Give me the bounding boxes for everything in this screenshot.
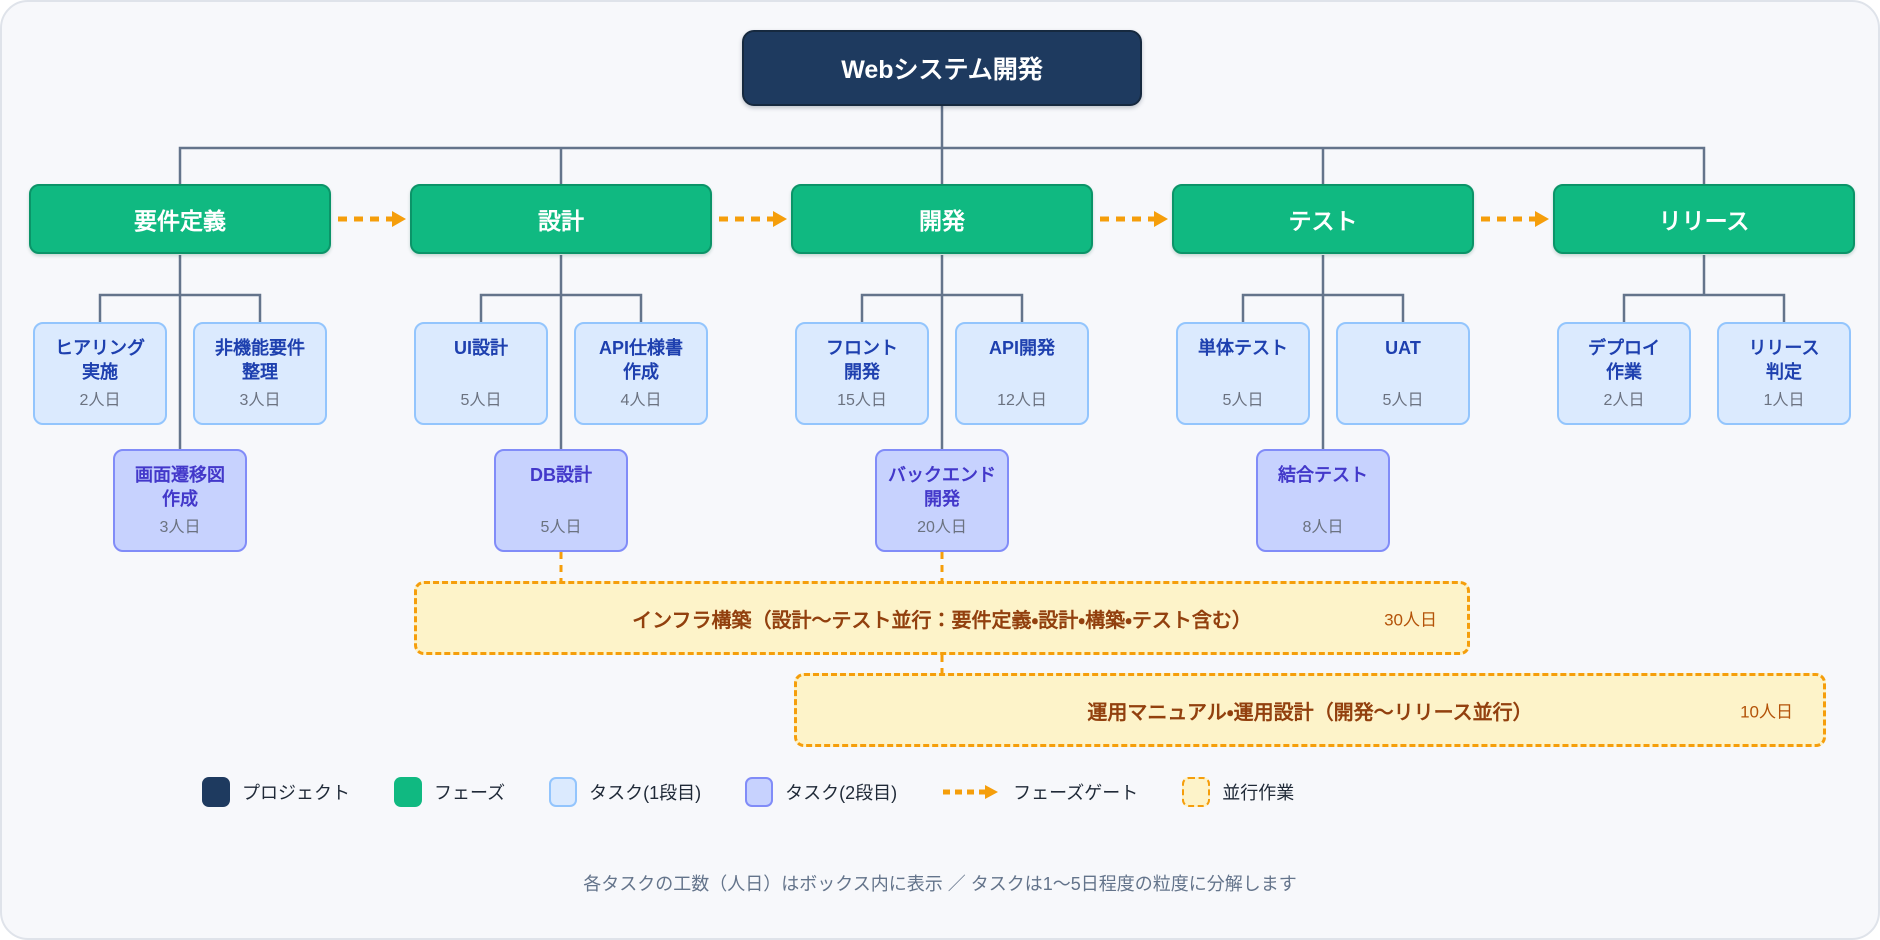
task-title: ヒアリング実施 (55, 338, 145, 382)
task-effort: 5人日 (460, 392, 502, 409)
task-hearing: ヒアリング実施 2人日 (33, 322, 167, 425)
task-title: デプロイ作業 (1588, 338, 1660, 382)
subtask-integration-test: 結合テスト 8人日 (1256, 449, 1390, 552)
legend-label: タスク(1段目) (589, 783, 702, 803)
legend-label: フェーズ (434, 783, 506, 803)
task-title: リリース判定 (1748, 338, 1820, 382)
phase-test: テスト (1172, 184, 1474, 254)
task-title: バックエンド開発 (888, 465, 996, 509)
task-effort: 2人日 (79, 392, 121, 409)
legend: プロジェクト フェーズ タスク(1段目) タスク(2段目) フェーズゲート 並行… (202, 777, 1294, 807)
task-release-judgement: リリース判定 1人日 (1717, 322, 1851, 425)
task-effort: 8人日 (1302, 519, 1344, 536)
task-effort: 3人日 (239, 392, 281, 409)
phase-design: 設計 (410, 184, 712, 254)
phase-release: リリース (1553, 184, 1855, 254)
task-uat: UAT 5人日 (1336, 322, 1470, 425)
phase-swatch-icon (394, 777, 422, 807)
phase-gate-arrows (338, 211, 1549, 227)
parallel-ops-manual-label: 運用マニュアル・運用設計（開発〜リリース並行） (1087, 701, 1533, 724)
phase-label: 開発 (919, 208, 965, 234)
legend-item-task2: タスク(2段目) (745, 777, 897, 807)
parallel-infra-effort: 30人日 (1384, 610, 1437, 630)
legend-item-parallel: 並行作業 (1182, 777, 1294, 807)
phase-label: テスト (1288, 208, 1358, 234)
root-to-phases-connector (178, 106, 1706, 184)
phase-label: リリース (1658, 208, 1750, 234)
task-title: 非機能要件整理 (215, 338, 305, 382)
subtask-backend-dev: バックエンド開発 20人日 (875, 449, 1009, 552)
phase-label: 要件定義 (134, 208, 226, 234)
task-title: 結合テスト (1278, 465, 1368, 485)
task-buses (98, 293, 1786, 322)
task-effort: 3人日 (159, 519, 201, 536)
legend-item-task1: タスク(1段目) (549, 777, 701, 807)
task-effort: 20人日 (917, 519, 967, 536)
task-effort: 4人日 (620, 392, 662, 409)
phase-column-trunks (178, 255, 1706, 449)
task-frontend-dev: フロント開発 15人日 (795, 322, 929, 425)
parallel-infra-box: インフラ構築（設計〜テスト並行：要件定義・設計・構築・テスト含む） 30人日 (414, 581, 1470, 655)
task-effort: 12人日 (997, 392, 1047, 409)
parallel-work-swatch-icon (1182, 777, 1211, 807)
task-effort: 1人日 (1763, 392, 1805, 409)
task-nonfunctional-requirements: 非機能要件整理 3人日 (193, 322, 327, 425)
task-title: 画面遷移図作成 (135, 465, 225, 509)
task-ui-design: UI設計 5人日 (414, 322, 548, 425)
parallel-ops-manual-box: 運用マニュアル・運用設計（開発〜リリース並行） 10人日 (794, 673, 1826, 747)
task-title: API開発 (988, 338, 1055, 358)
subtask-screen-transition-diagram: 画面遷移図作成 3人日 (113, 449, 247, 552)
task-effort: 5人日 (1382, 392, 1424, 409)
task-api-spec: API仕様書作成 4人日 (574, 322, 708, 425)
parallel-infra-label: インフラ構築（設計〜テスト並行：要件定義・設計・構築・テスト含む） (632, 609, 1252, 632)
legend-item-phase: フェーズ (394, 777, 505, 807)
legend-label: プロジェクト (242, 783, 350, 803)
phase-development: 開発 (791, 184, 1093, 254)
phase-requirements: 要件定義 (29, 184, 331, 254)
project-swatch-icon (202, 777, 230, 807)
task-effort: 5人日 (1222, 392, 1264, 409)
legend-label: フェーズゲート (1013, 783, 1139, 803)
legend-label: 並行作業 (1222, 783, 1295, 803)
parallel-ops-manual-effort: 10人日 (1740, 702, 1793, 722)
task-tier1-swatch-icon (549, 777, 578, 807)
task-effort: 15人日 (837, 392, 887, 409)
subtask-db-design: DB設計 5人日 (494, 449, 628, 552)
task-title: UI設計 (454, 338, 508, 358)
task-title: 単体テスト (1198, 338, 1288, 358)
task-title: フロント開発 (826, 338, 898, 382)
phase-label: 設計 (538, 208, 584, 234)
legend-item-phase-gate: フェーズゲート (941, 779, 1138, 805)
phase-gate-arrow-icon (943, 785, 999, 799)
task-title: DB設計 (530, 465, 592, 485)
legend-item-project: プロジェクト (202, 777, 350, 807)
project-title: Webシステム開発 (841, 56, 1043, 84)
task-title: UAT (1385, 338, 1421, 358)
task-effort: 2人日 (1603, 392, 1645, 409)
task-deploy: デプロイ作業 2人日 (1557, 322, 1691, 425)
task-api-dev: API開発 12人日 (955, 322, 1089, 425)
legend-label: タスク(2段目) (785, 783, 898, 803)
footer-note: 各タスクの工数（人日）はボックス内に表示 ／ タスクは1〜5日程度の粒度に分解し… (583, 874, 1297, 894)
task-title: API仕様書作成 (598, 338, 683, 382)
task-unit-test: 単体テスト 5人日 (1176, 322, 1310, 425)
task-tier2-swatch-icon (745, 777, 774, 807)
task-effort: 5人日 (540, 519, 582, 536)
parallel-work-connectors (559, 552, 944, 673)
project-root-node: Webシステム開発 (742, 30, 1142, 106)
